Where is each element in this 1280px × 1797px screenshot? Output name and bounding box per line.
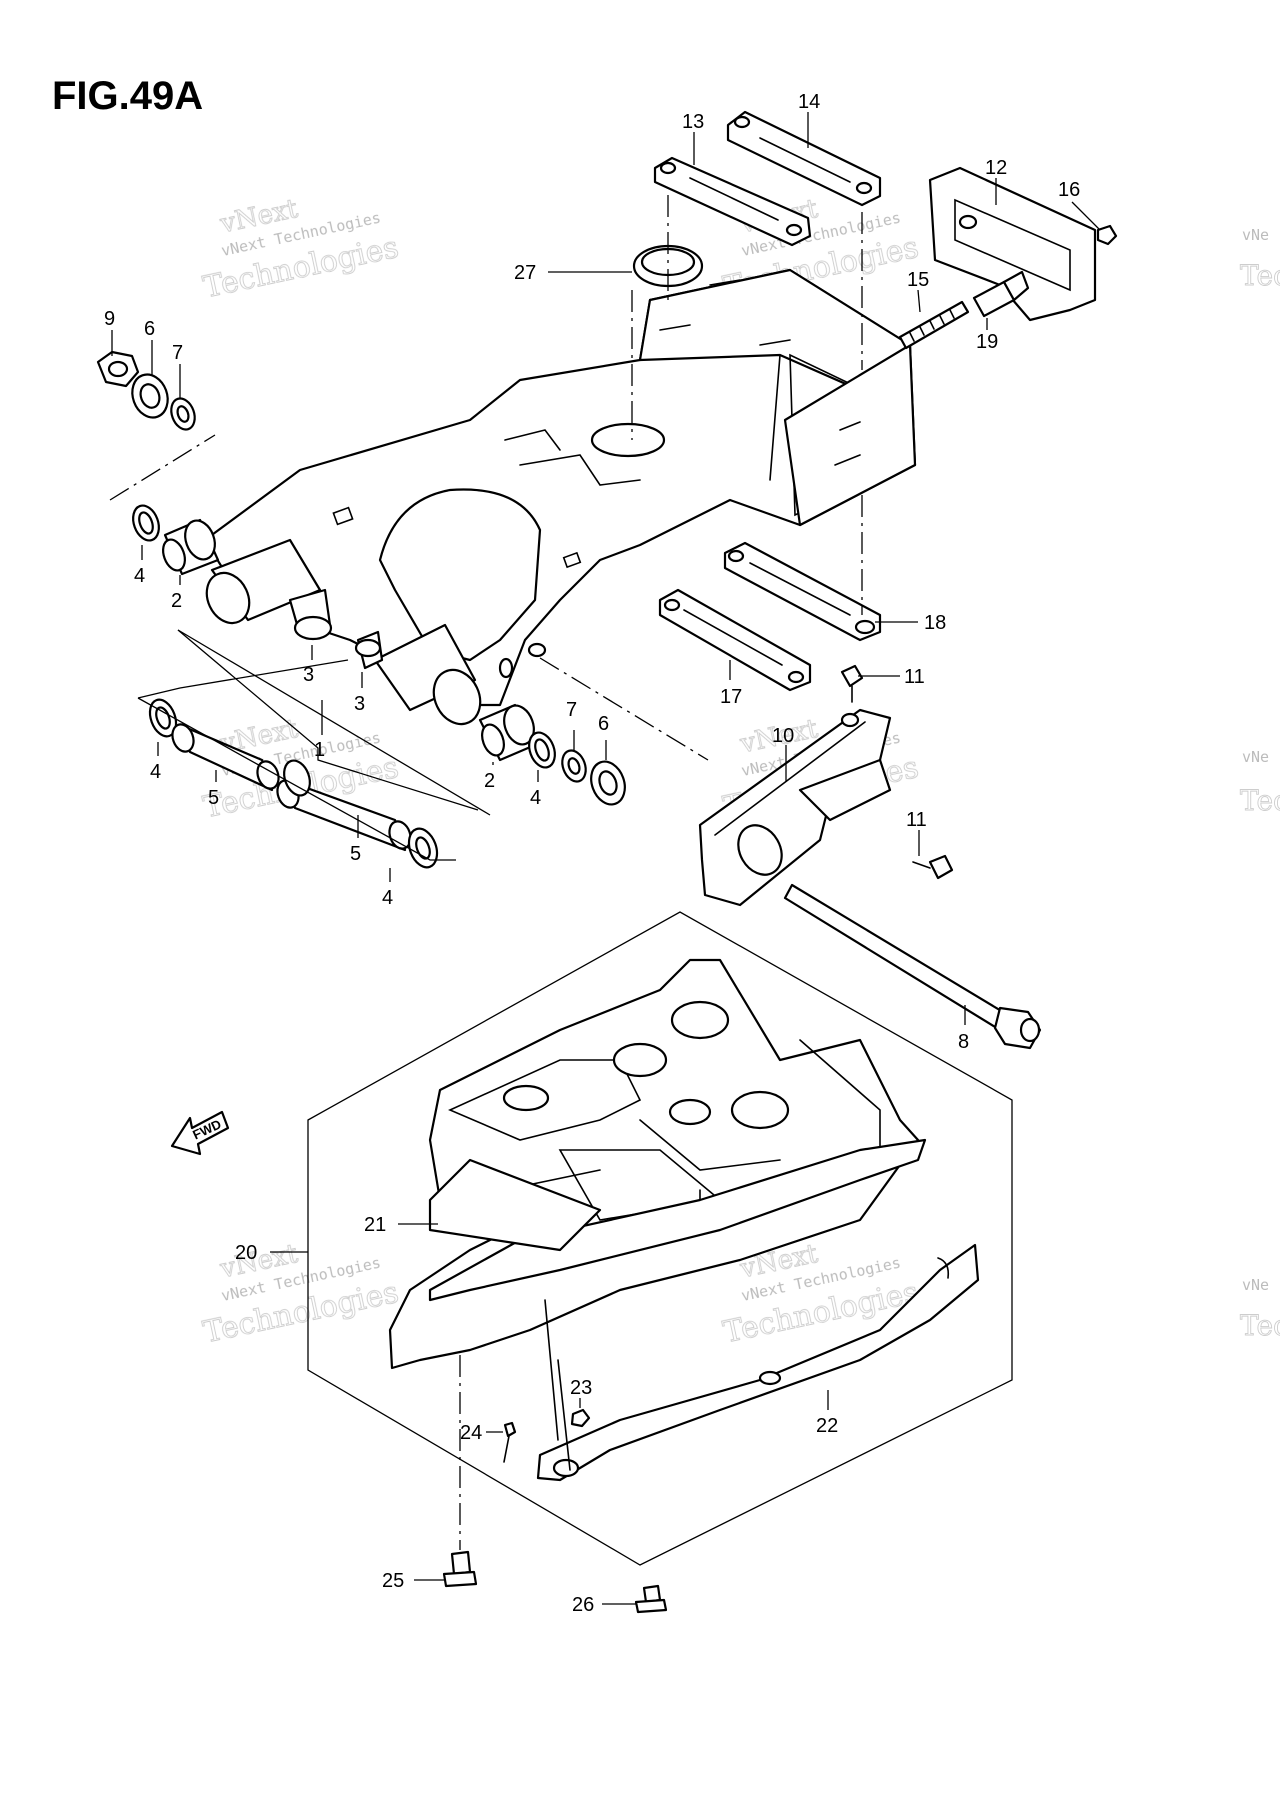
bushing-4-lower-right-part	[407, 827, 439, 869]
upper-left-axis	[109, 434, 216, 501]
callout-23: 23	[570, 1377, 592, 1399]
stern-bracket-20-part	[388, 958, 927, 1370]
plate-14-part	[726, 110, 882, 207]
callout-6-lower: 6	[598, 713, 609, 735]
pin-5-mid-ring-part	[283, 759, 311, 797]
bolt-26-part	[634, 1584, 668, 1614]
callout-21: 21	[364, 1214, 386, 1236]
washer-7-lower-part	[561, 749, 587, 783]
strap-18-part	[723, 541, 882, 642]
group-1-outline-c	[177, 629, 491, 816]
callout-16: 16	[1058, 179, 1080, 201]
bushing-4-upper-part	[132, 504, 160, 542]
watermark-edge-top: vNe	[1242, 226, 1269, 244]
liner-bolt-line-2	[544, 1299, 559, 1441]
pin-24-part	[503, 1421, 517, 1463]
through-bolt-8-part	[783, 883, 1042, 1050]
group-1-outline-d	[137, 697, 456, 861]
callout-11-lower: 11	[906, 809, 927, 831]
cover-12-part	[928, 166, 1097, 322]
grease-fitting-19-part	[972, 270, 1030, 318]
callout-9: 9	[104, 308, 115, 330]
callout-7-lower: 7	[566, 699, 577, 721]
bolt-25-part	[442, 1550, 478, 1588]
callout-10: 10	[772, 725, 794, 747]
watermark-edge-low-2: Tec	[1240, 1309, 1280, 1342]
watermark-edge-mid-2: Tec	[1240, 784, 1280, 817]
callout-25: 25	[382, 1570, 404, 1592]
stud-15-part	[898, 300, 970, 350]
callout-11-upper: 11	[904, 666, 925, 688]
bolt-11-upper-part	[840, 664, 864, 703]
washer-7-upper-part	[170, 397, 196, 431]
fwd-arrow-icon: FWD	[170, 1110, 230, 1156]
callout-5-lower: 5	[350, 843, 361, 865]
callout-4-upper: 4	[134, 565, 145, 587]
bearing-2-upper-part	[162, 518, 220, 576]
callout-14: 14	[798, 91, 820, 113]
strap-17-part	[658, 588, 812, 692]
nut-23-part	[570, 1408, 591, 1428]
pin-5-upper-part	[171, 723, 280, 792]
callout-7-upper: 7	[172, 342, 183, 364]
callout-3-right: 3	[354, 693, 365, 715]
liner-bolt-line	[557, 1359, 571, 1471]
callout-8: 8	[958, 1031, 969, 1053]
group-20-outline	[307, 911, 1013, 1566]
callout-26: 26	[572, 1594, 594, 1616]
callout-27: 27	[514, 262, 536, 284]
callout-4-lower-right: 4	[382, 887, 393, 909]
watermark-edge-mid: vNe	[1242, 748, 1269, 766]
callout-1: 1	[314, 739, 325, 761]
callout-2-lower: 2	[484, 770, 495, 792]
callout-4-mid: 4	[530, 787, 541, 809]
callout-19: 19	[976, 331, 998, 353]
callout-17: 17	[720, 686, 742, 708]
watermark-edge-low: vNe	[1242, 1276, 1269, 1294]
watermark-edge-top-2: Tec	[1240, 259, 1280, 292]
bushing-4-mid-part	[528, 731, 556, 769]
watermark-low-left: vNext vNext Technologies Technologies	[200, 1238, 402, 1350]
nut-16-part	[1096, 224, 1118, 246]
plate-13-part	[653, 156, 812, 247]
group-1-outline-a	[177, 629, 479, 811]
callout-20: 20	[235, 1242, 257, 1264]
washer-6-lower-part	[590, 760, 626, 806]
callout-13: 13	[682, 111, 704, 133]
group-1-outline-b	[137, 659, 349, 699]
callout-labels: 14 13 12 16 15 19 27 9 6	[104, 91, 1101, 1616]
bolt-11-lower-part	[912, 854, 954, 880]
nut-9-part	[96, 350, 140, 388]
callout-2-upper: 2	[171, 590, 182, 612]
washer-6-upper-part	[131, 373, 169, 419]
callout-5-upper: 5	[208, 787, 219, 809]
clamp-bracket-10-part	[698, 708, 892, 907]
callout-24: 24	[460, 1422, 482, 1444]
callout-6-upper: 6	[144, 318, 155, 340]
callout-12: 12	[985, 157, 1007, 179]
watermark-top-left: vNext vNext Technologies Technologies	[200, 193, 402, 305]
liner-22-part	[536, 1243, 980, 1482]
bearing-2-lower-part	[478, 703, 537, 762]
figure-title: FIG.49A	[52, 74, 204, 118]
callout-3-left: 3	[303, 664, 314, 686]
callout-22: 22	[816, 1415, 838, 1437]
callout-4-lower-left: 4	[150, 761, 161, 783]
callout-18: 18	[924, 612, 946, 634]
bolt-8-axis	[539, 657, 709, 761]
callout-15: 15	[907, 269, 929, 291]
